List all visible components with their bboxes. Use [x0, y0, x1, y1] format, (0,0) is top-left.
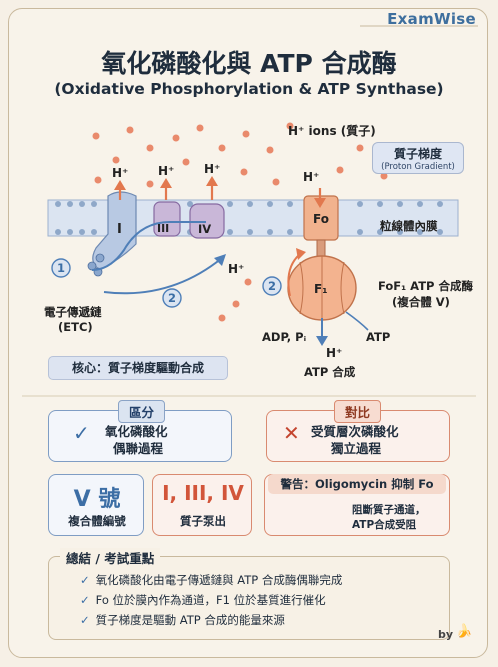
adp-label: ADP, Pᵢ: [262, 330, 307, 344]
summary-item-text: 氧化磷酸化由電子傳遞鏈與 ATP 合成酶偶聯完成: [95, 573, 343, 587]
brand-logo: ExamWise: [387, 10, 476, 28]
atp-label: ATP: [366, 330, 391, 344]
complex-iv-label: IV: [198, 222, 212, 236]
contrast-tag: 對比: [334, 400, 382, 423]
fo-inflow-head: [314, 198, 326, 208]
step-2-label: 2: [168, 291, 177, 305]
distinguish-text-2: 偶聯過程: [113, 441, 164, 456]
check-icon: ✓: [73, 421, 90, 445]
core-note: 核心：質子梯度驅動合成: [48, 356, 228, 380]
electron-flow: [91, 221, 206, 271]
complex-iii: [153, 201, 181, 237]
fo-label: Fo: [313, 212, 329, 226]
rotation-arrowhead: [296, 248, 306, 260]
card-v-small: 複合體編號: [68, 514, 126, 528]
h-plus-fo: H⁺: [303, 170, 320, 184]
contrast-text-2: 獨立過程: [331, 441, 382, 456]
summary-item-text: 質子梯度是驅動 ATP 合成的能量來源: [95, 613, 285, 627]
summary-box: [48, 556, 450, 640]
summary-title: 總結 / 考試重點: [60, 548, 161, 567]
warning-title: 警告：Oligomycin 抑制 Fo: [268, 474, 446, 494]
atp-out-arrow: [345, 311, 369, 331]
card-complex-v: V 號 複合體編號: [48, 474, 144, 536]
distinguish-tag: 區分: [118, 400, 166, 423]
page-title: 氧化磷酸化與 ATP 合成酶: [101, 49, 397, 78]
stalk: [316, 239, 326, 257]
etc-label-2: (ETC): [58, 320, 93, 334]
synthase-label-1: FoF₁ ATP 合成酶: [378, 279, 473, 293]
step-2b-label: 2: [268, 279, 277, 293]
f1-label: F₁: [314, 282, 328, 296]
etc-label-1: 電子傳遞鏈: [44, 305, 102, 319]
atp-synthesis-label: ATP 合成: [304, 365, 356, 379]
step-1-circle: [51, 258, 71, 278]
summary-item: ✓ Fo 位於膜內作為通道，F1 位於基質進行催化: [80, 592, 326, 608]
card-pumps-big: I, III, IV: [162, 481, 244, 505]
distinguish-text-1: 氧化磷酸化: [105, 424, 168, 439]
warning-text-2: ATP合成受阻: [352, 519, 417, 531]
path-2-arrow: [103, 257, 223, 295]
gradient-badge-title: 質子梯度: [393, 147, 442, 161]
membrane-label: 粒線體內膜: [380, 219, 438, 233]
atp-arrowhead: [316, 336, 328, 346]
synthase-label-2: (複合體 V): [392, 295, 450, 309]
contrast-text-1: 受質層次磷酸化: [311, 424, 399, 439]
warning-text-1: 阻斷質子通道，: [352, 504, 426, 516]
check-icon: ✓: [80, 613, 90, 627]
proton-up-arrowheads: [114, 176, 218, 190]
summary-item: ✓ 氧化磷酸化由電子傳遞鏈與 ATP 合成酶偶聯完成: [80, 572, 342, 588]
gradient-badge: 質子梯度 (Proton Gradient): [372, 142, 464, 174]
card-v-big: V 號: [73, 487, 121, 512]
h-ions-label: H⁺ ions (質子): [288, 124, 376, 138]
gradient-badge-sub: (Proton Gradient): [381, 162, 455, 172]
page-subtitle: (Oxidative Phosphorylation & ATP Synthas…: [54, 80, 444, 98]
complex-i-label: I: [117, 222, 122, 237]
h-plus-matrix: H⁺: [228, 262, 245, 276]
path-2-arrowhead: [214, 254, 226, 266]
check-icon: ✓: [80, 593, 90, 607]
banana-icon: 🍌: [456, 624, 473, 639]
step-2b-circle: [262, 276, 282, 296]
proton-dots: [92, 122, 388, 322]
cross-icon: ✕: [283, 421, 300, 445]
footer-by: by: [438, 628, 454, 641]
h-plus-iii: H⁺: [158, 164, 175, 178]
step-2-circle: [162, 288, 182, 308]
h-plus-iv: H⁺: [204, 162, 221, 176]
step-1-label: 1: [57, 261, 66, 275]
card-pumps: I, III, IV 質子泵出: [152, 474, 252, 536]
h-plus-i: H⁺: [112, 166, 129, 180]
complex-iii-label: III: [157, 222, 170, 235]
summary-item: ✓ 質子梯度是驅動 ATP 合成的能量來源: [80, 612, 285, 628]
card-pumps-small: 質子泵出: [180, 514, 226, 528]
summary-item-text: Fo 位於膜內作為通道，F1 位於基質進行催化: [95, 593, 326, 607]
h-plus-bottom: H⁺: [326, 346, 343, 360]
check-icon: ✓: [80, 573, 90, 587]
